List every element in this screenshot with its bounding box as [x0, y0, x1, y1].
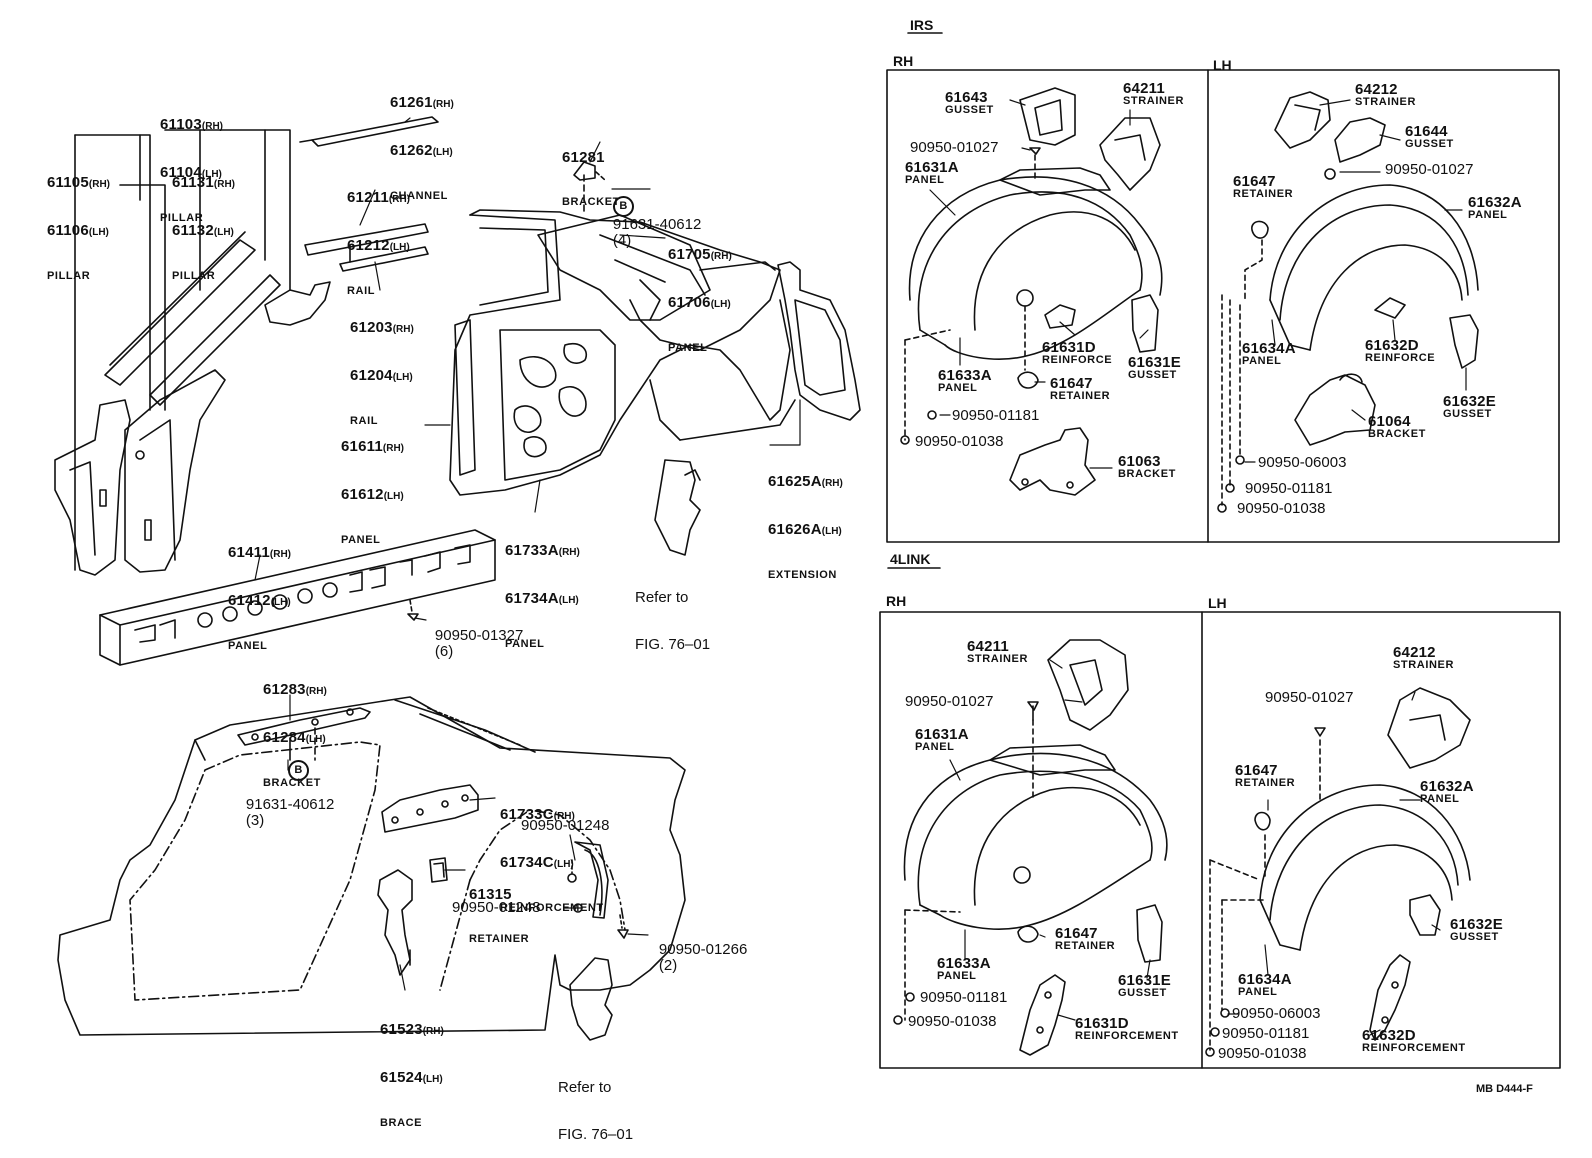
irs-lh-label: LH [1213, 57, 1232, 73]
diagram-drawing [54, 32, 1561, 1069]
rail-parts [304, 223, 429, 272]
label-pillar-outer: 61105(RH) 61106(LH) PILLAR [47, 174, 110, 282]
fourlink-lh-label-90950-06003: 90950-06003 [1232, 1005, 1321, 1022]
fourlink-rh-drawing [893, 639, 1168, 1056]
mudflap-upper [654, 459, 701, 556]
label-bracket-top: 61281 BRACKET [562, 149, 620, 208]
label-channel: 61261(RH) 61262(LH) CHANNEL [390, 94, 454, 202]
label-refer-upper: Refer to FIG. 76–01 [635, 589, 711, 653]
irs-lh-label-90950-01181: 90950-01181 [1245, 480, 1333, 497]
bracket-61281 [573, 161, 606, 216]
label-panel-inner: 61733A(RH) 61734A(LH) PANEL [505, 542, 580, 650]
label-rail-lower: 61203(RH) 61204(LH) RAIL [350, 319, 414, 427]
fourlink-frame [879, 611, 1561, 1069]
label-rocker-panel: 61411(RH) 61412(LH) PANEL [228, 544, 291, 652]
label-rocker-clip: 90950-01327 (6) [434, 627, 524, 660]
label-panel-top: 61705(RH) 61706(LH) PANEL [668, 246, 732, 354]
channel-part [299, 116, 439, 147]
label-clip-top: B 91631-40612 (4) [604, 180, 701, 249]
irs-heading: IRS [910, 17, 934, 33]
label-reinforcement: 61733C(RH) 61734C(LH) REINFORCEMENT [500, 806, 604, 914]
label-retainer: 61315 RETAINER [469, 886, 530, 945]
fourlink-lh-label: LH [1208, 595, 1227, 611]
irs-lh-label-90950-01027: 90950-01027 [1385, 161, 1474, 178]
irs-rh-label-90950-01027: 90950-01027 [910, 139, 999, 156]
label-pillar-inner: 61131(RH) 61132(LH) PILLAR [172, 174, 235, 282]
diagram-code: MB D444-F [1476, 1083, 1533, 1095]
irs-rh-label-90950-01181: 90950-01181 [952, 407, 1040, 424]
label-clip-c: 90950-01266 (2) [658, 941, 748, 974]
irs-lh-drawing [1217, 91, 1479, 513]
label-clip-b: 90950-01248 [452, 899, 541, 916]
reinforcement-61733C [381, 784, 479, 833]
fourlink-rh-label-90950-01027: 90950-01027 [905, 693, 994, 710]
label-clip-mid: 91631-40612 (3) [245, 796, 335, 829]
label-rail-upper: 61211(RH) 61212(LH) RAIL [347, 189, 410, 297]
mudflap-lower [569, 957, 613, 1041]
irs-rh-drawing [900, 87, 1163, 496]
fourlink-rh-label-90950-01038: 90950-01038 [908, 1013, 997, 1030]
label-clip-a: 90950-01248 [521, 817, 610, 834]
fourlink-lh-label-90950-01038: 90950-01038 [1218, 1045, 1307, 1062]
irs-lh-label-90950-06003: 90950-06003 [1258, 454, 1347, 471]
fourlink-rh-label-90950-01181: 90950-01181 [920, 989, 1008, 1006]
fourlink-heading: 4LINK [890, 551, 931, 567]
quarter-panel [449, 209, 796, 496]
fourlink-lh-label-90950-01027: 90950-01027 [1265, 689, 1354, 706]
fourlink-lh-drawing [1205, 687, 1471, 1057]
rocker-panel [99, 529, 496, 666]
clip-mid-symbol: B [279, 744, 309, 781]
irs-lh-label-90950-01038: 90950-01038 [1237, 500, 1326, 517]
lower-body-side [57, 696, 686, 1036]
label-extension: 61625A(RH) 61626A(LH) EXTENSION [768, 473, 843, 581]
fourlink-lh-label-90950-01181: 90950-01181 [1222, 1025, 1310, 1042]
irs-frame [886, 69, 1560, 543]
extension-part [777, 261, 861, 421]
label-refer-lower: Refer to FIG. 76–01 [558, 1079, 634, 1143]
pillar-assembly [54, 129, 331, 576]
fourlink-rh-label: RH [886, 593, 907, 609]
label-bracket-mid: 61283(RH) 61284(LH) BRACKET [263, 681, 327, 789]
irs-rh-label: RH [893, 53, 914, 69]
label-panel-quarter: 61611(RH) 61612(LH) PANEL [341, 438, 404, 546]
parts-diagram: 61105(RH) 61106(LH) PILLAR 61103(RH) 611… [47, 17, 1561, 1142]
irs-rh-label-90950-01038: 90950-01038 [915, 433, 1004, 450]
retainer-61315 [429, 857, 448, 883]
brace-61523 [377, 869, 413, 976]
leader-lines [254, 99, 1467, 1036]
label-brace: 61523(RH) 61524(LH) BRACE [380, 1021, 444, 1129]
label-pillar-upper: 61103(RH) 61104(LH) PILLAR [160, 116, 223, 224]
